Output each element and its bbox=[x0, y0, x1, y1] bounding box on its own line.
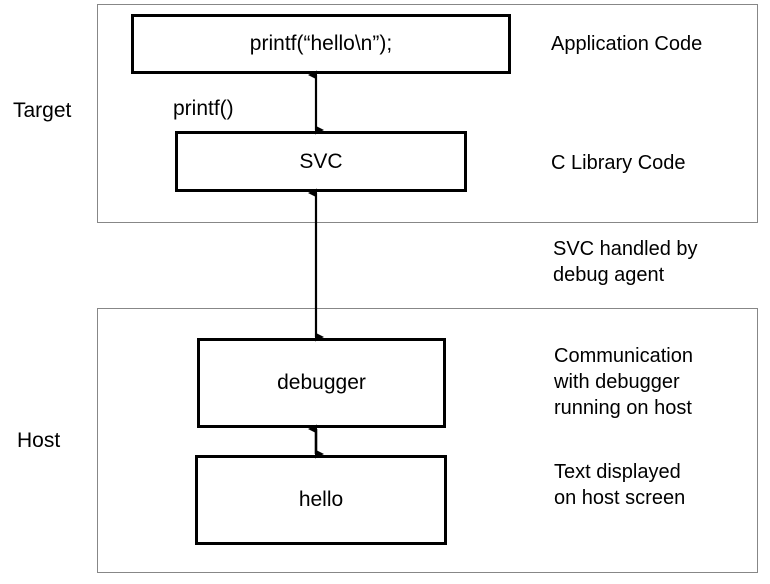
box-debugger: debugger bbox=[197, 338, 446, 428]
box-debugger-label: debugger bbox=[277, 371, 366, 394]
box-printf-call-label: printf(“hello\n”); bbox=[249, 32, 393, 55]
note-text-displayed-on-host-screen: Text displayed on host screen bbox=[554, 461, 686, 509]
box-svc-label: SVC bbox=[299, 149, 343, 173]
edge-label-printf: printf() bbox=[173, 97, 234, 120]
box-hello: hello bbox=[195, 455, 447, 545]
note-svc-handled-by-debug-agent: SVC handled by debug agent bbox=[553, 238, 698, 286]
note-communication-with-debugger: Communication with debugger running on h… bbox=[554, 345, 693, 419]
box-svc: SVC bbox=[175, 131, 467, 192]
box-printf-call: printf(“hello\n”); bbox=[131, 14, 511, 74]
note-c-library-code: C Library Code bbox=[551, 152, 686, 174]
box-hello-label: hello bbox=[298, 488, 344, 511]
section-label-target: Target bbox=[13, 99, 72, 122]
note-application-code: Application Code bbox=[551, 33, 703, 55]
section-label-host: Host bbox=[17, 429, 61, 452]
